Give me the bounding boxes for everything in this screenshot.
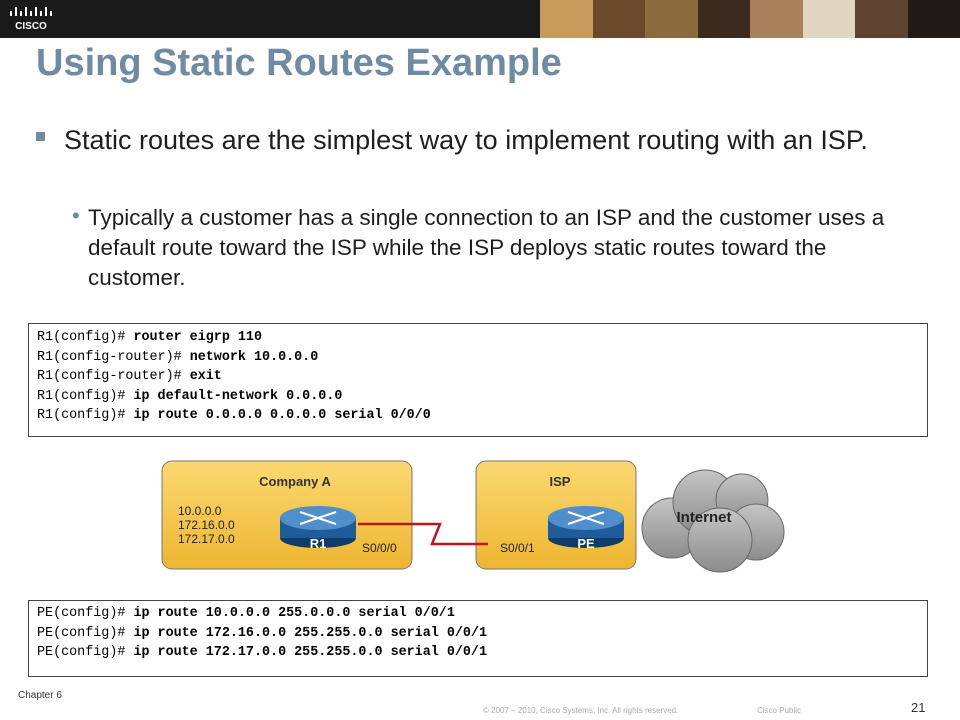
pe-label: PE [577, 536, 595, 551]
internet-label: Internet [676, 509, 731, 526]
bullet-level2-text: Typically a customer has a single connec… [88, 205, 885, 290]
pe-config-box: PE(config)# ip route 10.0.0.0 255.0.0.0 … [28, 600, 928, 677]
code-line: R1(config)# router eigrp 110 [37, 330, 263, 345]
header-photo [592, 0, 645, 38]
code-line: PE(config)# ip route 172.17.0.0 255.255.… [37, 645, 488, 660]
header-photo [540, 0, 593, 38]
network-label: 172.16.0.0 [178, 518, 235, 532]
cisco-logo-icon: CISCO [10, 7, 52, 32]
code-line: R1(config-router)# network 10.0.0.0 [37, 349, 319, 365]
footer-chapter: Chapter 6 [18, 690, 62, 701]
header-photo [907, 0, 960, 38]
r1-label: R1 [310, 536, 327, 551]
network-label: 172.17.0.0 [178, 532, 235, 546]
header-photo [697, 0, 750, 38]
header-photo [802, 0, 855, 38]
code-line: PE(config)# ip route 172.16.0.0 255.255.… [37, 625, 488, 641]
router-r1: R1 [280, 506, 356, 551]
page-number: 21 [911, 700, 926, 715]
header-photo [750, 0, 803, 38]
code-line: R1(config-router)# exit [37, 369, 222, 384]
router-pe: PE [548, 506, 624, 551]
dot-bullet-icon: • [72, 203, 80, 228]
topology-diagram: Company A ISP 10.0.0.0 172.16.0.0 172.17… [161, 460, 785, 573]
square-bullet-icon [36, 132, 45, 141]
code-line: PE(config)# ip route 10.0.0.0 255.0.0.0 … [37, 606, 455, 621]
logo-text: CISCO [15, 21, 47, 32]
slide-title: Using Static Routes Example [36, 42, 562, 84]
footer-copyright: © 2007 – 2010, Cisco Systems, Inc. All r… [483, 706, 679, 715]
router-icon [299, 511, 337, 525]
isp-label: ISP [550, 474, 571, 489]
company-a-label: Company A [259, 474, 331, 489]
bullet-level1: Static routes are the simplest way to im… [36, 122, 926, 158]
code-line: R1(config)# ip route 0.0.0.0 0.0.0.0 ser… [37, 408, 431, 423]
pe-interface-label: S0/0/1 [500, 541, 535, 555]
r1-interface-label: S0/0/0 [362, 541, 397, 555]
bullet-level1-text: Static routes are the simplest way to im… [64, 125, 868, 155]
router-icon [567, 511, 605, 525]
header-photo-strip [540, 0, 960, 38]
header-photo [855, 0, 908, 38]
r1-config-box: R1(config)# router eigrp 110 R1(config-r… [28, 323, 928, 437]
serial-link [358, 522, 488, 546]
header-photo [645, 0, 698, 38]
footer-classification: Cisco Public [757, 706, 802, 715]
network-label: 10.0.0.0 [178, 504, 222, 518]
bullet-level2: • Typically a customer has a single conn… [72, 203, 908, 293]
code-line: R1(config)# ip default-network 0.0.0.0 [37, 388, 343, 404]
header-bar: CISCO [0, 0, 960, 38]
cloud-icon [641, 469, 785, 573]
